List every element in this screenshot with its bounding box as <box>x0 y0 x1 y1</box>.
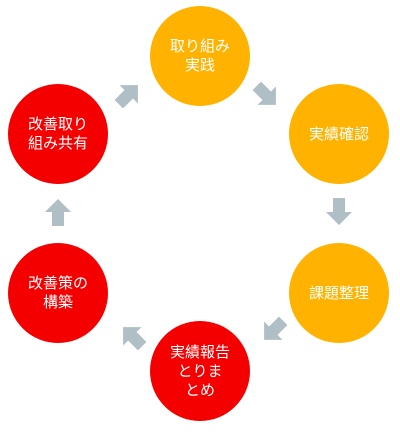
arrow-plan-to-share <box>45 199 71 226</box>
node-share: 改善取り 組み共有 <box>8 84 108 184</box>
arrow-practice-to-confirm <box>252 81 276 105</box>
node-plan: 改善策の 構築 <box>8 243 108 343</box>
node-organize: 課題整理 <box>289 243 389 343</box>
arrow-report-to-plan <box>123 327 147 351</box>
node-practice: 取り組み 実践 <box>150 6 250 106</box>
arrow-confirm-to-organize <box>326 198 352 225</box>
node-report: 実績報告 とりま とめ <box>150 321 250 421</box>
arrow-organize-to-report <box>264 316 288 340</box>
node-confirm: 実績確認 <box>289 84 389 184</box>
arrow-share-to-practice <box>114 85 138 109</box>
